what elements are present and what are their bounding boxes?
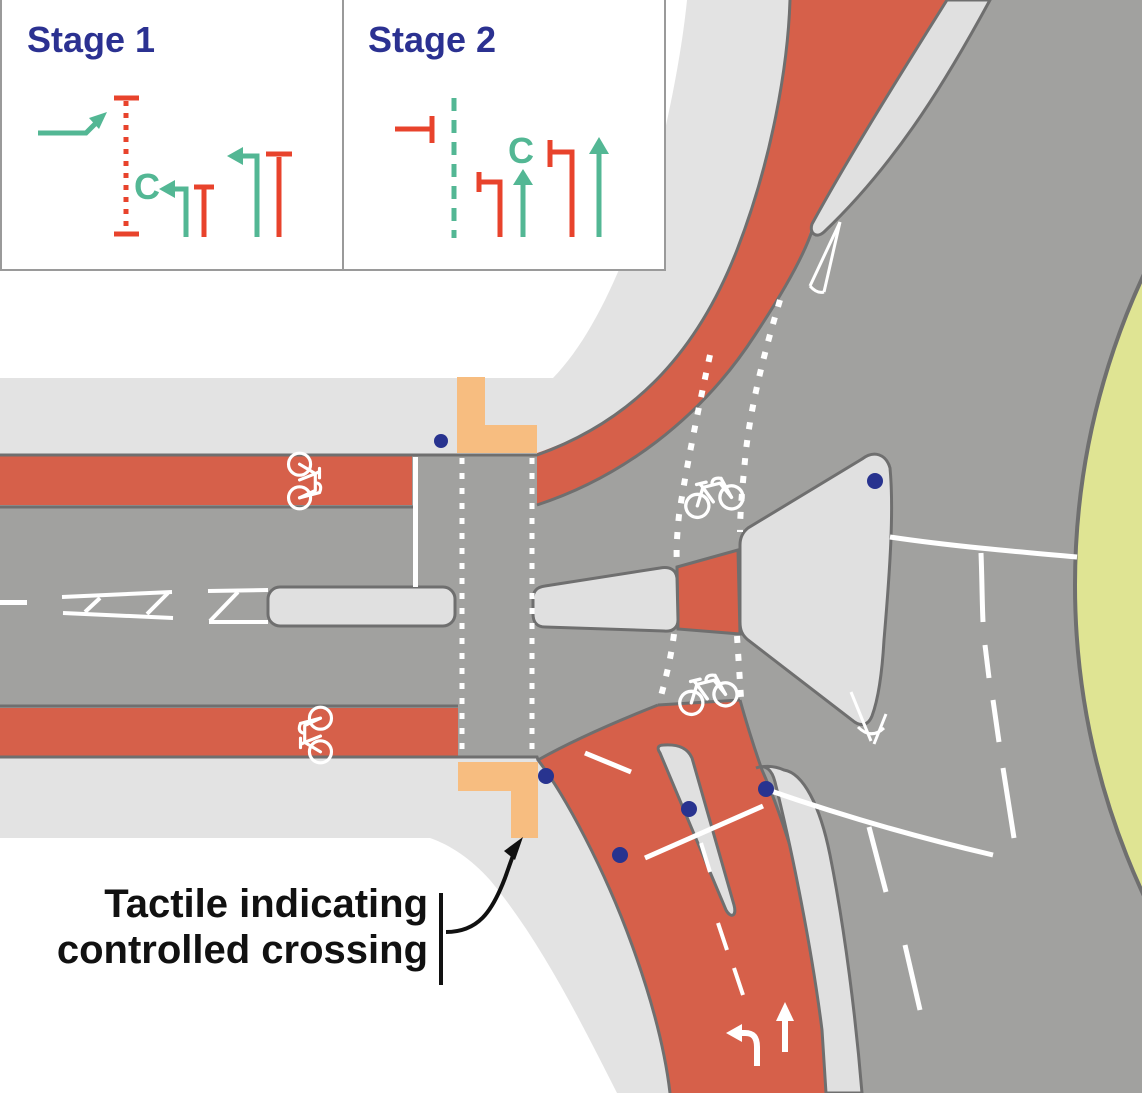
green-left-arrow-small [174,186,189,237]
red-bar-left-icon [395,116,435,143]
lane-line-south-arm-dashes [866,826,923,1011]
red-hook-small [476,172,503,237]
tactile-paving-south [458,762,538,838]
median-island-west [266,585,457,628]
traffic-islands [266,0,992,1093]
stage1-signal-symbols: C [38,95,292,237]
footway-northwest [0,0,790,455]
centre-line-dash [0,600,27,605]
red-hook-large [547,140,575,237]
tactile-paving-north [457,377,537,453]
cycle-lane-west-eastbound [0,455,412,505]
red-t-bar-large [266,151,292,237]
cycle-track-north-arm [537,0,947,505]
give-way-vee-north [808,221,842,294]
cycle-stop-line-2 [643,803,765,861]
red-t-bar-small [194,184,214,237]
green-up-arrow-small-head [513,169,533,185]
signal-pole-dot [867,473,883,489]
crossing-signal-letter: C [508,130,534,171]
signal-pole-dot [612,847,628,863]
left-turn-arrow-head [726,1024,742,1042]
signal-pole-dot [538,768,554,784]
cycle-stop-line-1 [584,750,632,775]
entry-edge-line-south [767,787,994,858]
tactile-paving [457,377,538,838]
stage2-signal-symbols: C [395,98,609,238]
stage2-panel-box [342,0,666,271]
green-left-arrow-large [242,153,260,237]
annotation-label: Tactile indicating controlled crossing [57,837,523,985]
signal-pole-dot [681,801,697,817]
cycle-merge-wedge-island [656,743,737,917]
lane-arrows [726,1002,794,1066]
splitter-island-main [738,452,894,726]
hatched-marking-2 [207,588,269,624]
stage2-title: Stage 2 [368,19,496,60]
annotation-arrow-head [504,837,523,860]
lane-line-entry-dashes [982,644,1017,839]
annotation-divider [439,893,443,985]
hatched-marking-1 [61,590,174,620]
footways [0,0,790,1093]
annotation-line2: controlled crossing [57,928,428,972]
stage2-panel: Stage 2 C [342,0,666,271]
kerb-lines [0,0,839,1093]
give-way-line-entry [889,534,1078,560]
footway-southwest [0,757,670,1093]
roundabout-centre-island [1073,274,1142,896]
give-way-vee-south [849,691,888,745]
stage1-title: Stage 1 [27,19,155,60]
signal-pole-dot [434,434,448,448]
green-bent-arrow-icon [38,120,99,136]
green-left-arrow-small-head [159,180,175,198]
cycle-track-south-arm [538,700,837,1093]
stage1-panel: Stage 1 C [0,0,344,271]
crossing-signal-letter: C [134,166,160,207]
cycle-lane-west-westbound [0,708,458,757]
cycle-lanes [0,0,947,1093]
green-up-arrow-large-head [589,137,609,154]
green-left-arrow-large-head [227,147,243,165]
stop-line [413,457,418,587]
annotation-line1: Tactile indicating [104,882,428,926]
left-turn-arrow-marking [741,1030,760,1066]
cycle-crossing-red-patch [677,550,740,634]
straight-arrow-head [776,1002,794,1021]
lane-line-entry-solid [978,552,986,623]
pedestrian-crossing-studs [459,458,535,755]
signal-pole-dot [758,781,774,797]
green-bent-arrow-head [89,112,107,129]
road-markings [0,221,1078,1066]
signal-poles [434,434,883,863]
cycle-crossing-dotted-edges [656,299,783,704]
separator-verge-north [809,0,992,237]
cycle-track-centre-dashes [699,842,745,996]
